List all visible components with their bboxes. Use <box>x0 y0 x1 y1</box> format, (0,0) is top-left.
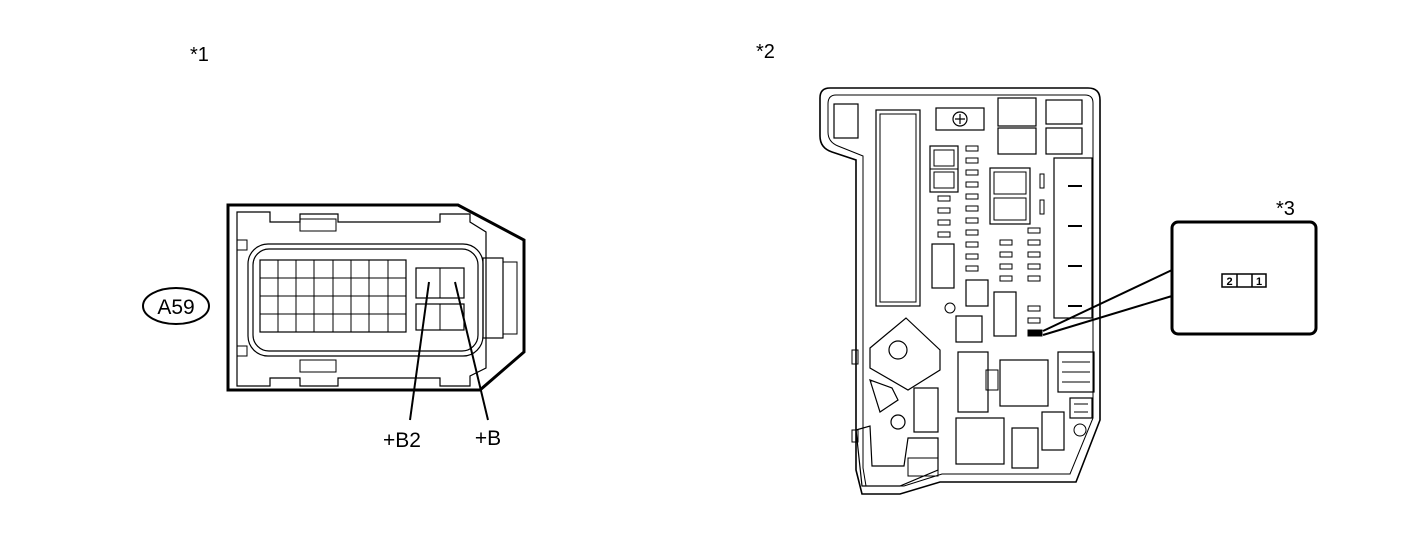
inset-pin-2: 2 <box>1226 276 1232 288</box>
junction-block <box>819 87 1101 495</box>
inset-pin-1: 1 <box>1256 276 1262 288</box>
marker-2: *2 <box>756 41 775 63</box>
marker-1: *1 <box>190 44 209 66</box>
connector-a59 <box>226 203 526 421</box>
callout-wedge <box>1042 269 1173 336</box>
terminal-label-b2: +B2 <box>383 429 421 452</box>
connector-code: A59 <box>157 296 194 319</box>
marker-3: *3 <box>1276 198 1295 220</box>
connector-code-badge: A59 <box>142 287 210 325</box>
inset-detail: 2 1 <box>1170 220 1318 336</box>
terminal-label-b: +B <box>475 427 501 450</box>
